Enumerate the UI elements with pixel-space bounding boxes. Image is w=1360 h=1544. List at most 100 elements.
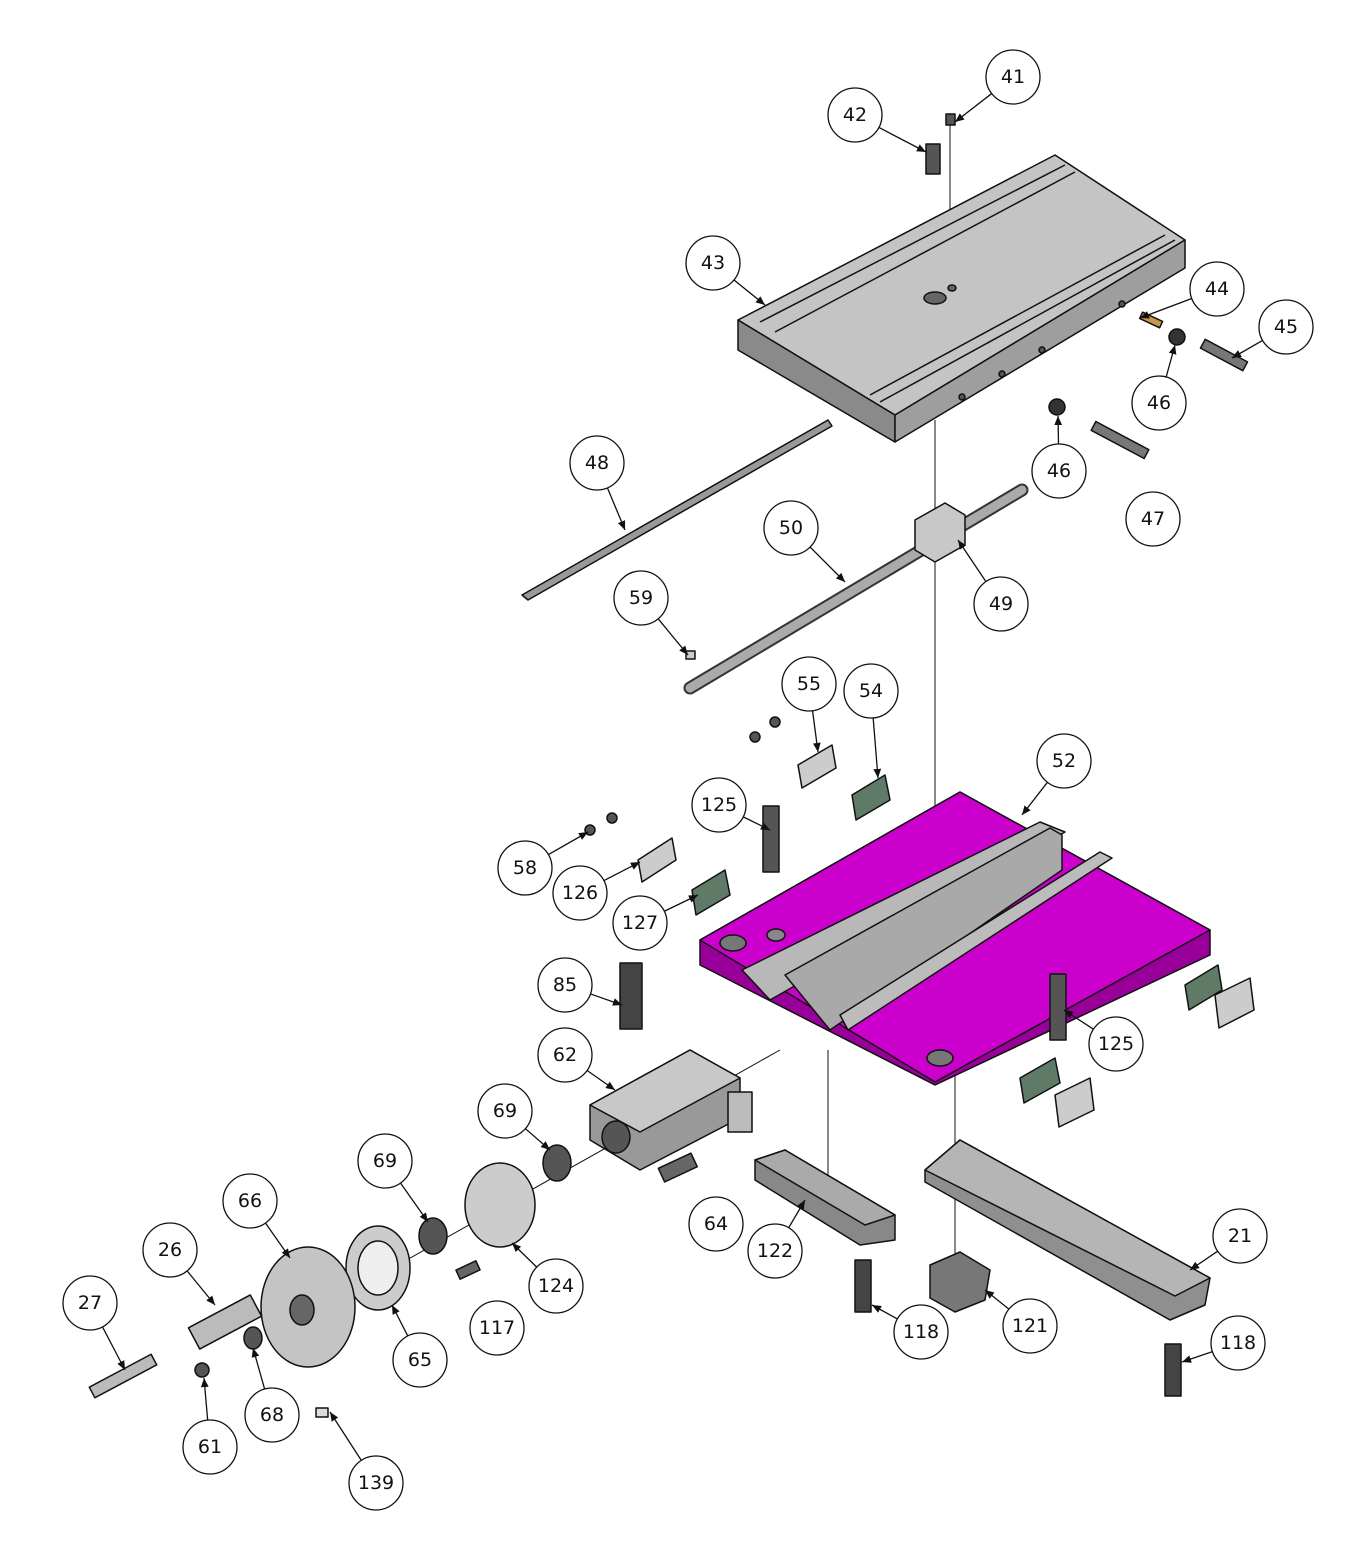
callout-45: 45 [1231,299,1314,359]
callout-circle [182,1419,238,1475]
leader-line [957,539,987,582]
callout-label: 43 [701,252,725,274]
callout-label: 118 [1220,1332,1256,1354]
leader-line [200,1377,209,1421]
callout-label: 117 [479,1317,515,1339]
callout-circle [1210,1315,1266,1371]
callout-46: 46 [1031,415,1087,499]
callout-label: 118 [903,1321,939,1343]
part-125-cap-screw [1049,973,1067,1041]
leader-line [878,126,927,153]
leader-line [603,861,641,882]
leader-line [590,993,623,1006]
part-45-screw [1199,338,1249,372]
leader-line [809,546,846,583]
callout-58: 58 [497,831,589,896]
callout-label: 48 [585,452,609,474]
callout-label: 42 [843,104,867,126]
callout-label: 69 [493,1100,517,1122]
callout-69: 69 [477,1083,551,1151]
callout-49: 49 [957,539,1029,632]
screw [606,812,618,824]
callout-circle [985,49,1041,105]
callout-circle [222,1173,278,1229]
callout-label: 125 [701,794,737,816]
callout-48: 48 [569,435,626,531]
part-118-cap-screw [1164,1343,1182,1397]
callout-61: 61 [182,1377,238,1475]
callout-label: 55 [797,673,821,695]
leader-line [264,1222,291,1259]
leader-line [251,1347,266,1390]
part-68-washer [243,1326,263,1350]
callout-85: 85 [537,957,623,1013]
part-121-block [929,1251,991,1313]
leader-line [1181,1351,1213,1363]
part-127-wiper-plate [691,869,731,916]
part-85-cap-screw [619,962,643,1030]
leader-line [1054,415,1063,445]
leader-line [101,1326,126,1371]
callout-circle [62,1275,118,1331]
callout-64: 64 [688,1196,744,1252]
callout-121: 121 [984,1289,1058,1354]
callout-42: 42 [827,87,927,153]
leader-line [664,894,699,912]
wiper-plate-right [1184,964,1223,1011]
callout-label: 124 [538,1275,574,1297]
callout-label: 45 [1274,316,1298,338]
callout-label: 52 [1052,750,1076,772]
callout-label: 85 [553,974,577,996]
callout-label: 49 [989,593,1013,615]
callout-circle [528,1258,584,1314]
callout-label: 64 [704,1213,728,1235]
callout-26: 26 [142,1222,216,1306]
part-41-set-screw [945,113,956,126]
callout-circle [1212,1208,1268,1264]
callout-46: 46 [1131,344,1187,431]
callout-circle [357,1133,413,1189]
leader-line [733,279,766,306]
callout-circle [1002,1298,1058,1354]
callout-125: 125 [1063,1009,1144,1072]
retainer-plate-right [1214,977,1255,1029]
callout-label: 46 [1147,392,1171,414]
callout-label: 58 [513,857,537,879]
callout-circle [973,576,1029,632]
callout-label: 21 [1228,1225,1252,1247]
callout-circle [685,235,741,291]
callout-circle [612,895,668,951]
callout-label: 47 [1141,508,1165,530]
callout-circle [691,777,747,833]
callout-44: 44 [1139,261,1245,319]
callout-label: 122 [757,1240,793,1262]
part-27-handle-bolt [88,1353,158,1399]
leader-line [742,816,771,831]
part-43-table [737,154,1186,443]
callout-label: 65 [408,1349,432,1371]
part-139-spring-clip [315,1407,329,1418]
callout-label: 46 [1047,460,1071,482]
leader-line [511,1242,538,1268]
callout-122: 122 [747,1199,806,1279]
callout-118: 118 [1181,1315,1266,1371]
leader-line [524,1128,551,1151]
leader-line [1189,1250,1219,1271]
callout-circle [843,663,899,719]
callout-43: 43 [685,235,766,306]
callout-label: 68 [260,1404,284,1426]
retainer-plate-front [1054,1077,1095,1128]
callout-41: 41 [954,49,1041,123]
callout-54: 54 [843,663,899,779]
callout-label: 26 [158,1239,182,1261]
callout-label: 50 [779,517,803,539]
leader-line [788,1199,806,1229]
callout-circle [392,1332,448,1388]
part-49-nut-block [914,502,966,563]
leader-line [400,1182,429,1223]
callout-label: 41 [1001,66,1025,88]
part-126-retainer-plate [637,837,677,883]
callout-circle [1031,443,1087,499]
part-59-key [685,650,696,660]
